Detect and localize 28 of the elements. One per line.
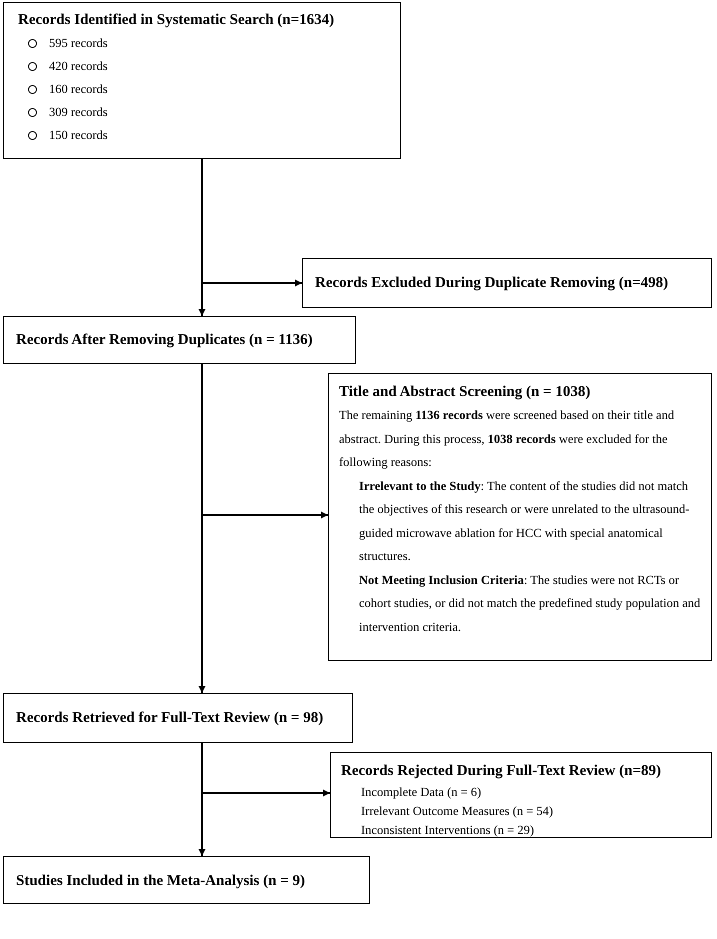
exclusion-reason: Incomplete Data (n = 6) bbox=[361, 784, 482, 801]
record-count: 595 records bbox=[49, 35, 108, 52]
arrow bbox=[201, 743, 330, 796]
exclusion-reason: Irrelevant Outcome Measures (n = 54) bbox=[361, 803, 554, 820]
box-heading: Title and Abstract Screening (n = 1038) bbox=[339, 383, 592, 402]
exclusion-reason: Not Meeting Inclusion Criteria: The studies were not RCTs or cohort studies, or did not match the predefined study population and intervention criteria. bbox=[359, 572, 701, 636]
record-count: 160 records bbox=[49, 81, 108, 98]
process-box bbox=[330, 752, 712, 838]
process-box bbox=[3, 856, 370, 904]
box-heading: Studies Included in the Meta-Analysis (n = 9) bbox=[16, 872, 306, 891]
process-box bbox=[3, 2, 401, 159]
exclusion-reason: Irrelevant to the Study: The content of the studies did not match the objectives of this research or were unrelated to the ultrasound-guided microwave ablation for HCC with special anatomical structures. bbox=[359, 478, 690, 565]
process-box bbox=[3, 316, 356, 364]
description-text: The remaining 1136 records were screened based on their title and abstract. During this process, 1038 records were excluded for the following reasons: bbox=[339, 407, 676, 471]
exclusion-reason: Inconsistent Interventions (n = 29) bbox=[361, 822, 535, 839]
process-box bbox=[3, 693, 353, 743]
arrow bbox=[201, 364, 328, 518]
box-heading: Records Rejected During Full-Text Review (n=89) bbox=[341, 762, 662, 781]
box-heading: Records Identified in Systematic Search (n=1634) bbox=[18, 11, 336, 30]
arrow bbox=[201, 159, 302, 286]
process-box bbox=[328, 373, 712, 661]
record-count: 420 records bbox=[49, 58, 108, 75]
process-box bbox=[302, 258, 712, 308]
box-heading: Records Retrieved for Full-Text Review (n = 98) bbox=[16, 709, 324, 728]
box-heading: Records Excluded During Duplicate Removing (n=498) bbox=[315, 274, 670, 293]
record-count: 150 records bbox=[49, 127, 108, 144]
box-heading: Records After Removing Duplicates (n = 1136) bbox=[16, 331, 314, 350]
record-count: 309 records bbox=[49, 104, 108, 121]
